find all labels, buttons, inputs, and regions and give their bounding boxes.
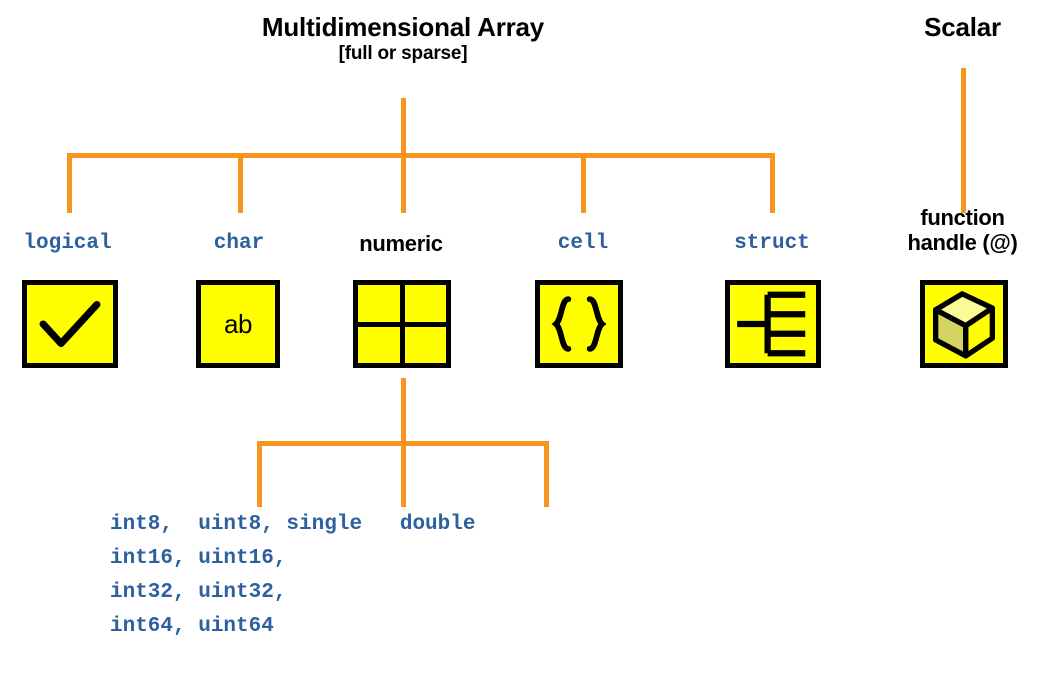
branch-label-function-handle: function handle (@)	[885, 205, 1040, 255]
curly-braces-icon	[551, 296, 607, 352]
numeric-type-list: int8, uint8, single double int16, uint16…	[110, 508, 630, 644]
checkmark-icon	[39, 300, 101, 348]
grid-horizontal-divider	[358, 321, 446, 327]
function-handle-label-line2: handle (@)	[907, 229, 1018, 255]
icon-box-logical	[22, 280, 118, 368]
function-handle-label-line1: function	[920, 205, 1005, 230]
root-title: Multidimensional Array [full or sparse]	[203, 12, 603, 65]
root-title-line2: [full or sparse]	[338, 42, 468, 64]
drop-connector-double	[544, 441, 549, 507]
ab-text-icon: ab	[224, 308, 252, 339]
drop-connector-cell	[581, 153, 586, 213]
drop-connector-logical	[67, 153, 72, 213]
drop-connector-struct	[770, 153, 775, 213]
drop-connector-char	[238, 153, 243, 213]
four-quadrant-grid-icon	[358, 285, 446, 363]
branch-label-struct: struct	[734, 232, 810, 255]
scalar-title: Scalar	[924, 12, 1001, 42]
icon-box-cell	[535, 280, 623, 368]
icon-box-numeric	[353, 280, 451, 368]
root-title-line1: Multidimensional Array	[261, 12, 545, 42]
numeric-type-row: int8, uint8, single double	[110, 513, 476, 536]
branch-label-logical: logical	[23, 232, 112, 255]
numeric-type-row: int32, uint32,	[110, 581, 287, 604]
root-stem-connector	[401, 98, 406, 156]
icon-box-char: ab	[196, 280, 280, 368]
drop-connector-int8	[257, 441, 262, 507]
drop-connector-single	[401, 441, 406, 507]
icon-box-function-handle	[920, 280, 1008, 368]
numeric-type-row: int16, uint16,	[110, 547, 287, 570]
cube-icon	[932, 291, 996, 359]
branch-label-numeric: numeric	[359, 231, 443, 256]
branch-label-cell: cell	[557, 232, 609, 255]
numeric-type-row: int64, uint64	[110, 615, 274, 638]
root-bus-connector	[67, 153, 775, 158]
icon-box-struct	[725, 280, 821, 368]
drop-connector-numeric	[401, 153, 406, 213]
scalar-stem-connector	[961, 68, 966, 213]
struct-tree-icon	[737, 291, 806, 357]
branch-label-char: char	[213, 232, 265, 255]
numeric-stem-connector	[401, 378, 406, 446]
